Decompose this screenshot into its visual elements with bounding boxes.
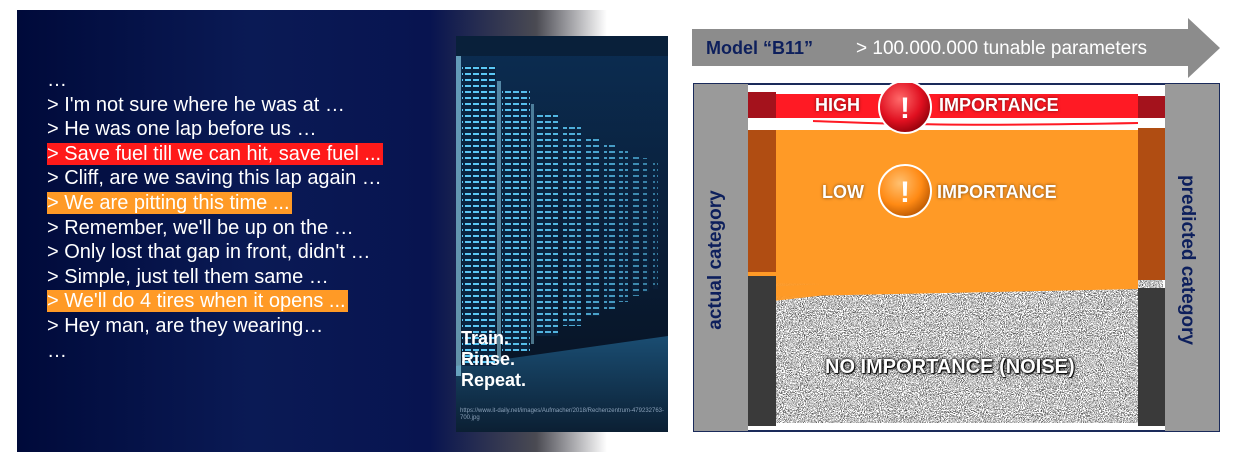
transcript-line-text: > Hey man, are they wearing… xyxy=(47,314,324,337)
transcript-line: > Only lost that gap in front, didn't … xyxy=(47,240,384,265)
low-label-left: LOW xyxy=(822,182,864,202)
transcript-line-text: > Cliff, are we saving this lap again … xyxy=(47,167,382,190)
high-warning-icon: ! xyxy=(878,83,932,134)
actual-category-label: actual category xyxy=(705,190,726,330)
category-flow-diagram: ! ! xyxy=(693,83,1220,432)
server-rack-illustration xyxy=(456,36,668,432)
transcript-line: > Save fuel till we can hit, save fuel .… xyxy=(47,142,384,167)
predicted-category-label: predicted category xyxy=(1177,175,1198,345)
transcript-line-text: > Only lost that gap in front, didn't … xyxy=(47,241,371,264)
transcript-line: > Hey man, are they wearing… xyxy=(47,314,384,339)
high-label-left: HIGH xyxy=(815,95,860,115)
low-importance-flow xyxy=(748,130,1138,288)
transcript-line-text: > Remember, we'll be up on the … xyxy=(47,216,354,239)
caption-line: Repeat. xyxy=(461,370,527,390)
transcript-line: > Cliff, are we saving this lap again … xyxy=(47,166,384,191)
radio-transcript-list: …> I'm not sure where he was at …> He wa… xyxy=(47,68,384,363)
server-room-photo: Train. Rinse. Repeat. https://www.it-dai… xyxy=(456,36,668,432)
transcript-line-text: > We are pitting this time ... xyxy=(47,191,292,214)
transcript-line-text: … xyxy=(47,339,67,362)
transcript-line: > He was one lap before us … xyxy=(47,117,384,142)
transcript-line-text: > I'm not sure where he was at … xyxy=(47,93,345,116)
caption-line: Rinse. xyxy=(461,349,516,369)
model-params: > 100.000.000 tunable parameters xyxy=(856,38,1148,59)
warning-glyph: ! xyxy=(900,176,910,209)
transcript-line-text: > We'll do 4 tires when it opens ... xyxy=(47,290,348,313)
model-name: Model “B11” xyxy=(706,38,814,58)
warning-glyph: ! xyxy=(900,92,910,125)
photo-credit: https://www.it-daily.net/images/Aufmache… xyxy=(460,408,664,421)
transcript-line-text: … xyxy=(47,69,67,91)
transcript-line: … xyxy=(47,68,384,93)
actual-category-bar xyxy=(694,84,748,431)
transcript-line: > Simple, just tell them same … xyxy=(47,265,384,290)
low-warning-icon: ! xyxy=(878,164,932,218)
transcript-line: … xyxy=(47,339,384,364)
photo-caption: Train. Rinse. Repeat. xyxy=(461,328,526,391)
low-label-right: IMPORTANCE xyxy=(937,182,1057,202)
transcript-line: > We are pitting this time ... xyxy=(47,191,384,216)
transcript-line-text: > Save fuel till we can hit, save fuel .… xyxy=(47,142,384,165)
noise-label: NO IMPORTANCE (NOISE) xyxy=(825,356,1075,378)
high-importance-flow xyxy=(748,94,1138,118)
transcript-line: > I'm not sure where he was at … xyxy=(47,93,384,118)
transcript-line-text: > Simple, just tell them same … xyxy=(47,265,329,288)
model-header-arrow xyxy=(692,18,1220,78)
rack-columns xyxy=(456,56,658,376)
high-label-right: IMPORTANCE xyxy=(939,95,1059,115)
transcript-line-text: > He was one lap before us … xyxy=(47,118,317,141)
transcript-line: > Remember, we'll be up on the … xyxy=(47,216,384,241)
predicted-category-bar xyxy=(1165,84,1219,431)
transcript-line: > We'll do 4 tires when it opens ... xyxy=(47,289,384,314)
caption-line: Train. xyxy=(461,328,510,348)
